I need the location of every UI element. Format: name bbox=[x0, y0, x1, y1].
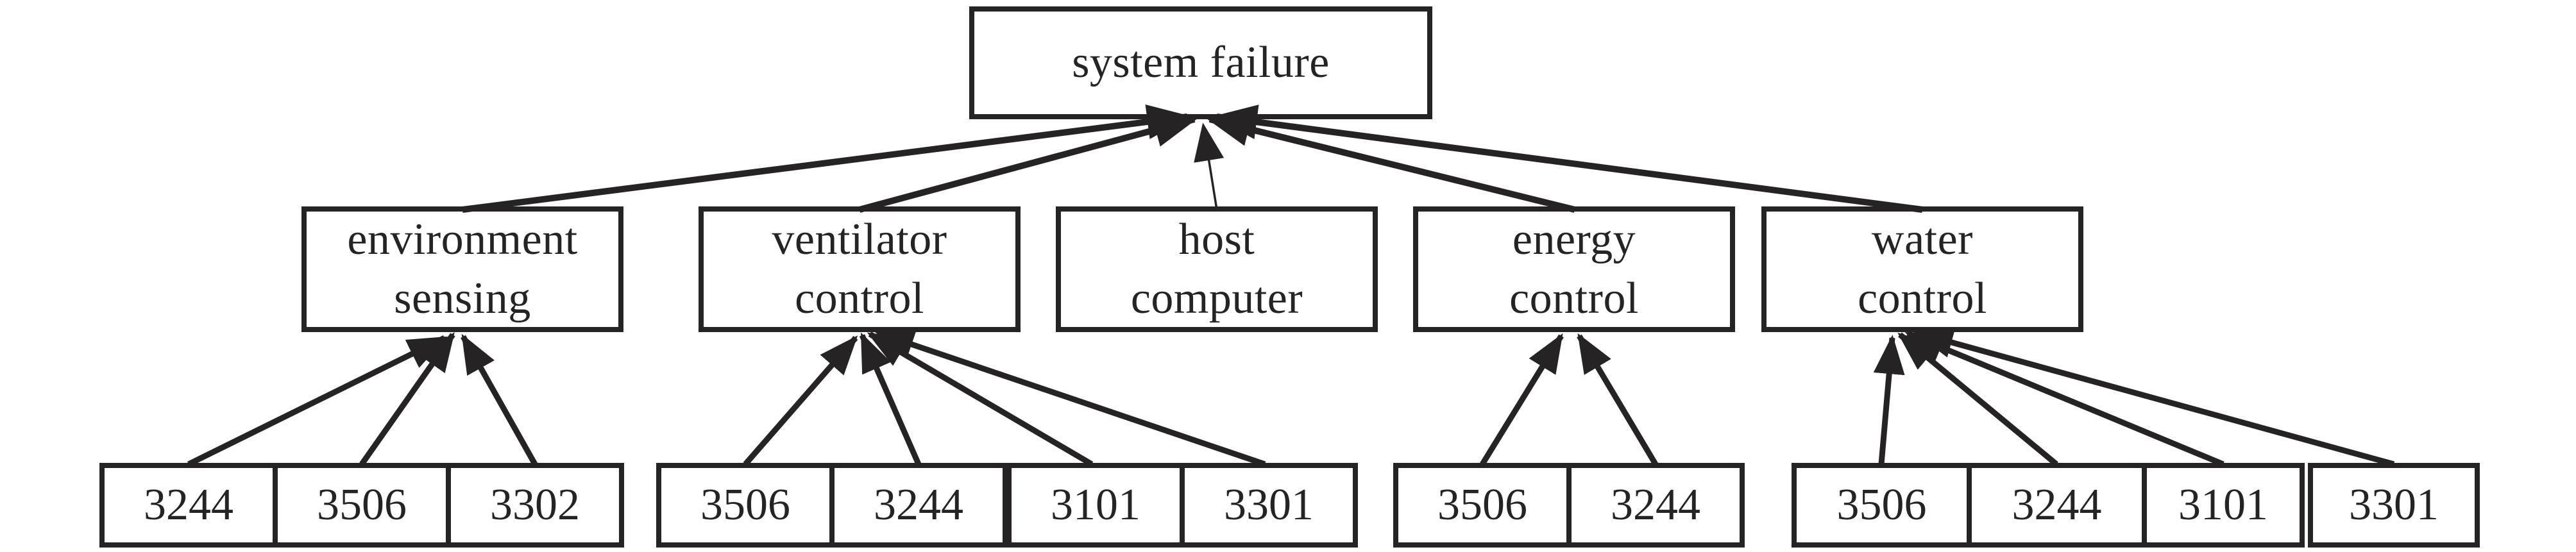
leaf-node-3244: 3244 bbox=[829, 463, 1008, 548]
node-ventilator-control: ventilator control bbox=[699, 206, 1021, 332]
edge-3244-to-ventilator-control bbox=[859, 332, 922, 465]
leaf-node-3506: 3506 bbox=[656, 463, 835, 548]
edge-3506-to-environment-sensing bbox=[359, 331, 455, 466]
leaf-group-energy-control: 3506 3244 bbox=[1393, 463, 1745, 548]
node-host-computer-label-line2: computer bbox=[1130, 274, 1303, 323]
edge-environment-sensing-to-root bbox=[462, 104, 1191, 213]
node-host-computer: host computer bbox=[1056, 206, 1378, 332]
leaf-node-3101: 3101 bbox=[1006, 463, 1185, 548]
edge-3244-to-water-control bbox=[1897, 332, 2058, 467]
edge-3101-to-ventilator-control bbox=[867, 331, 1094, 467]
leaf-node-3301: 3301 bbox=[1180, 463, 1358, 548]
node-water-control-label-line2: control bbox=[1858, 274, 1987, 323]
edge-3301-to-water-control bbox=[1913, 327, 2395, 467]
node-water-control: water control bbox=[1761, 206, 2083, 332]
node-system-failure: system failure bbox=[969, 6, 1432, 119]
leaf-node-3302: 3302 bbox=[446, 463, 624, 548]
node-environment-sensing-label-line1: environment bbox=[347, 215, 578, 264]
leaf-group-ventilator-control: 3506 3244 3101 3301 bbox=[656, 463, 1358, 548]
leaf-group-water-control: 3506 3244 3101 3301 bbox=[1792, 463, 2480, 548]
leaf-node-3506: 3506 bbox=[273, 463, 451, 548]
edge-water-control-to-root bbox=[1213, 105, 1923, 213]
edge-ventilator-control-to-root bbox=[858, 113, 1198, 213]
edge-3101-to-water-control bbox=[1904, 330, 2224, 467]
node-ventilator-control-label-line1: ventilator bbox=[772, 215, 947, 264]
leaf-node-3506: 3506 bbox=[1393, 463, 1572, 548]
edge-3506-to-energy-control bbox=[1480, 333, 1564, 466]
node-host-computer-label-line1: host bbox=[1178, 215, 1255, 264]
edge-energy-control-to-root bbox=[1206, 112, 1576, 213]
leaf-node-3244: 3244 bbox=[1566, 463, 1745, 548]
edge-3302-to-environment-sensing bbox=[461, 333, 538, 466]
leaf-group-environment-sensing: 3244 3506 3302 bbox=[99, 463, 624, 548]
edge-3244-to-environment-sensing bbox=[187, 335, 448, 467]
node-water-control-label-line1: water bbox=[1872, 215, 1973, 264]
edge-3301-to-ventilator-control bbox=[874, 329, 1266, 467]
edge-3244-to-energy-control bbox=[1577, 333, 1658, 466]
leaf-node-3101: 3101 bbox=[2142, 463, 2305, 548]
leaf-node-3244: 3244 bbox=[99, 463, 278, 548]
leaf-node-3506: 3506 bbox=[1792, 463, 1972, 548]
node-energy-control-label-line2: control bbox=[1509, 274, 1639, 323]
edge-host-computer-to-root bbox=[1194, 122, 1224, 210]
node-ventilator-control-label-line2: control bbox=[795, 274, 924, 323]
node-system-failure-label: system failure bbox=[1072, 38, 1330, 87]
edge-3506-to-ventilator-control bbox=[743, 335, 858, 466]
node-environment-sensing: environment sensing bbox=[301, 206, 623, 332]
node-environment-sensing-label-line2: sensing bbox=[394, 274, 531, 323]
node-energy-control-label-line1: energy bbox=[1512, 215, 1636, 264]
edge-3506-to-water-control bbox=[1873, 335, 1905, 465]
leaf-node-3301: 3301 bbox=[2308, 463, 2480, 548]
leaf-node-3244: 3244 bbox=[1967, 463, 2147, 548]
node-energy-control: energy control bbox=[1413, 206, 1735, 332]
